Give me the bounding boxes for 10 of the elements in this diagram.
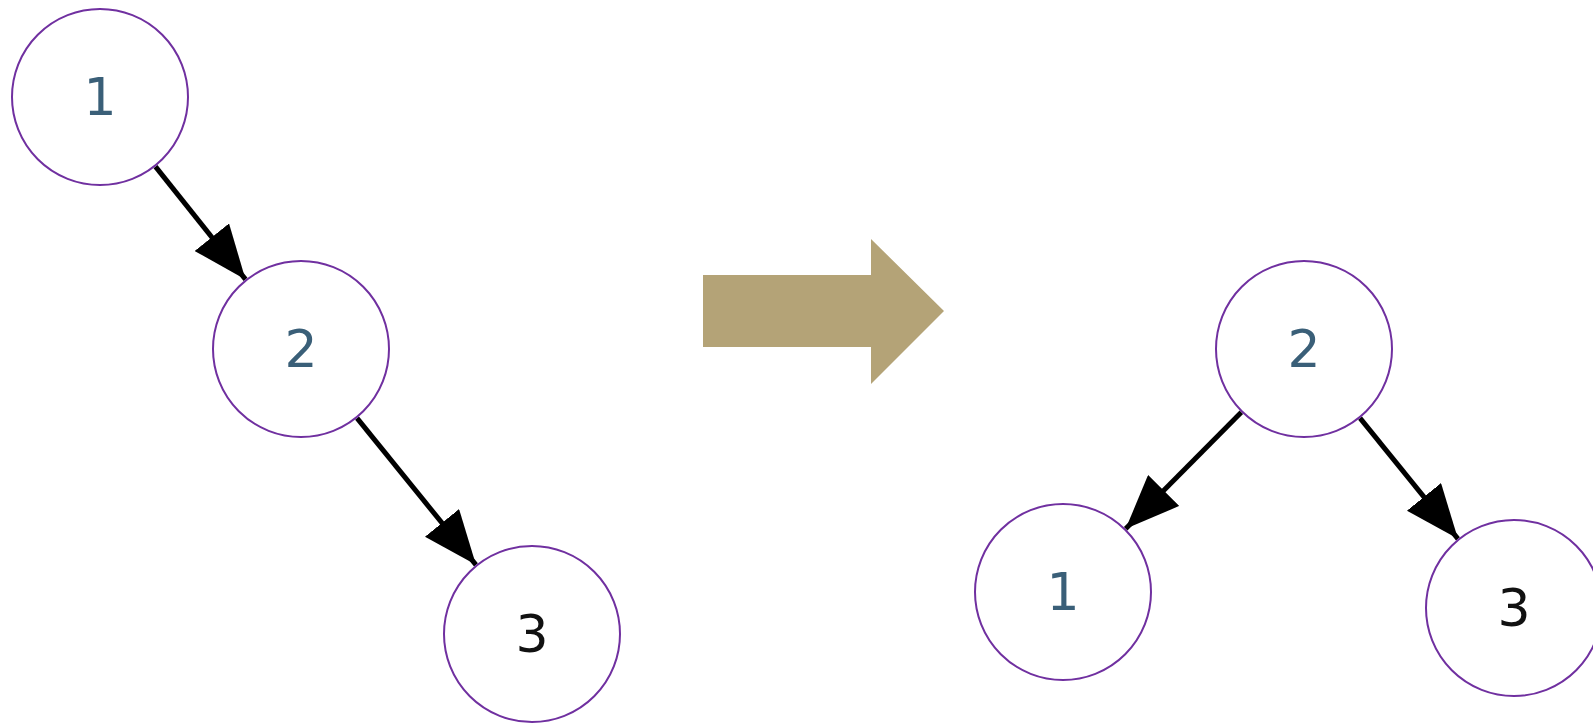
node-number: 1: [1046, 566, 1080, 618]
node-number: 2: [1287, 323, 1321, 375]
arrow: [153, 165, 248, 281]
node-number: 3: [515, 608, 549, 660]
node-number: 1: [83, 71, 117, 123]
arrow: [1358, 416, 1460, 541]
arrow: [1123, 410, 1244, 531]
arrow: [355, 416, 478, 567]
node-number: 2: [284, 323, 318, 375]
node-number: 3: [1497, 582, 1531, 634]
